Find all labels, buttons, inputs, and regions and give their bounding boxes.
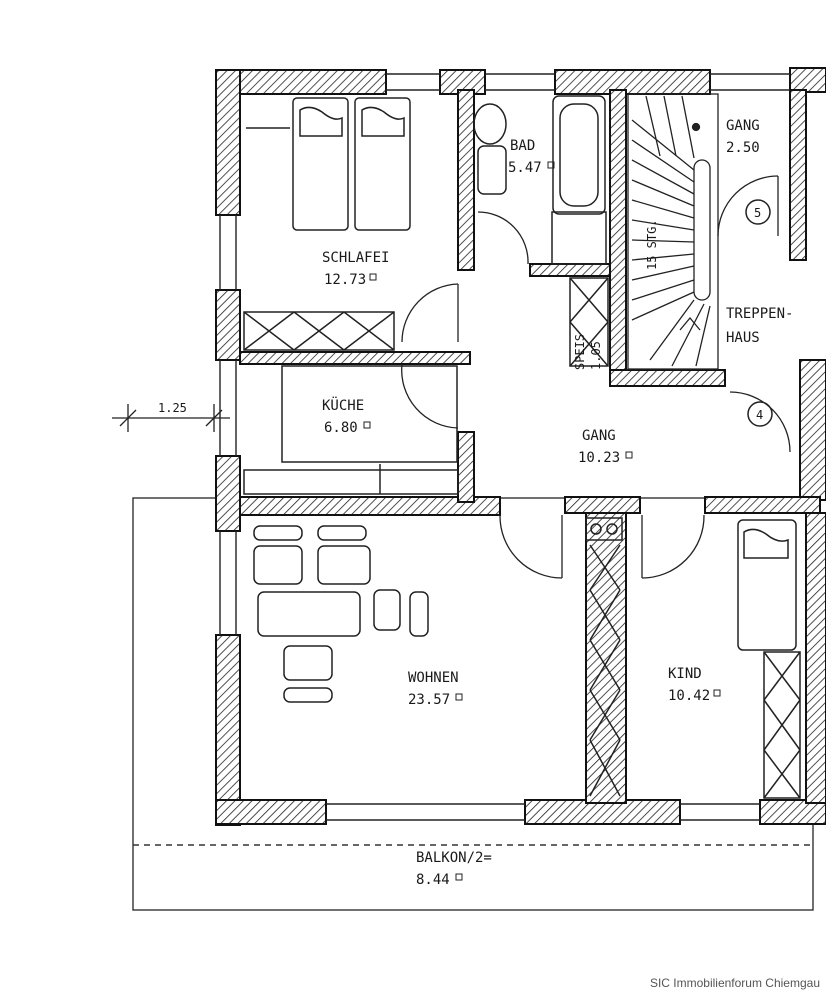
room-kind-name: KIND (668, 666, 702, 682)
room-gang-top-name: GANG (726, 118, 760, 134)
table (257, 591, 361, 637)
door-markers (745, 199, 773, 427)
room-gang-top-area: 2.50 (726, 140, 760, 156)
stairs-label: 15 STG. (645, 219, 659, 270)
walls (215, 67, 826, 826)
room-bad-area: 5.47 (508, 160, 542, 176)
room-gang-area: 10.23 (578, 450, 620, 466)
room-schlafen-name: SCHLAFEI (322, 250, 389, 266)
room-kueche-area: 6.80 (324, 420, 358, 436)
door-marker-5 (745, 199, 771, 225)
dimension-text: 1.25 (158, 401, 187, 415)
dimension-line (112, 404, 230, 432)
toilet (473, 103, 507, 145)
room-kueche-name: KÜCHE (322, 396, 364, 414)
room-kind-area: 10.42 (668, 688, 710, 704)
bed-left (292, 97, 349, 231)
door-marker-4-label: 4 (756, 408, 763, 422)
room-balkon-area: 8.44 (416, 872, 450, 888)
watermark: SIC Immobilienforum Chiemgau (649, 976, 820, 990)
door-marker-5-label: 5 (754, 206, 761, 220)
furniture (243, 95, 801, 799)
bathtub (552, 95, 606, 215)
door-marker-4 (747, 401, 773, 427)
staircase (627, 93, 719, 370)
room-schlafen-area: 12.73 (324, 272, 366, 288)
room-wohnen-area: 23.57 (408, 692, 450, 708)
room-treppenhaus-name-1: TREPPEN- (726, 306, 793, 322)
sofa (317, 545, 371, 585)
door-swings (401, 175, 791, 579)
windows (219, 73, 790, 821)
room-wohnen-name: WOHNEN (408, 670, 459, 686)
room-gang-name: GANG (582, 428, 616, 444)
kitchen-counter (281, 365, 458, 463)
room-speis-area: 1.05 (589, 341, 603, 370)
room-bad-name: BAD (510, 138, 535, 154)
room-balkon-name: BALKON/2= (416, 850, 492, 866)
room-speis-name: SPEIS (573, 334, 587, 370)
kid-bed (737, 519, 797, 651)
room-treppenhaus-name-2: HAUS (726, 330, 760, 346)
bed-right (354, 97, 411, 231)
